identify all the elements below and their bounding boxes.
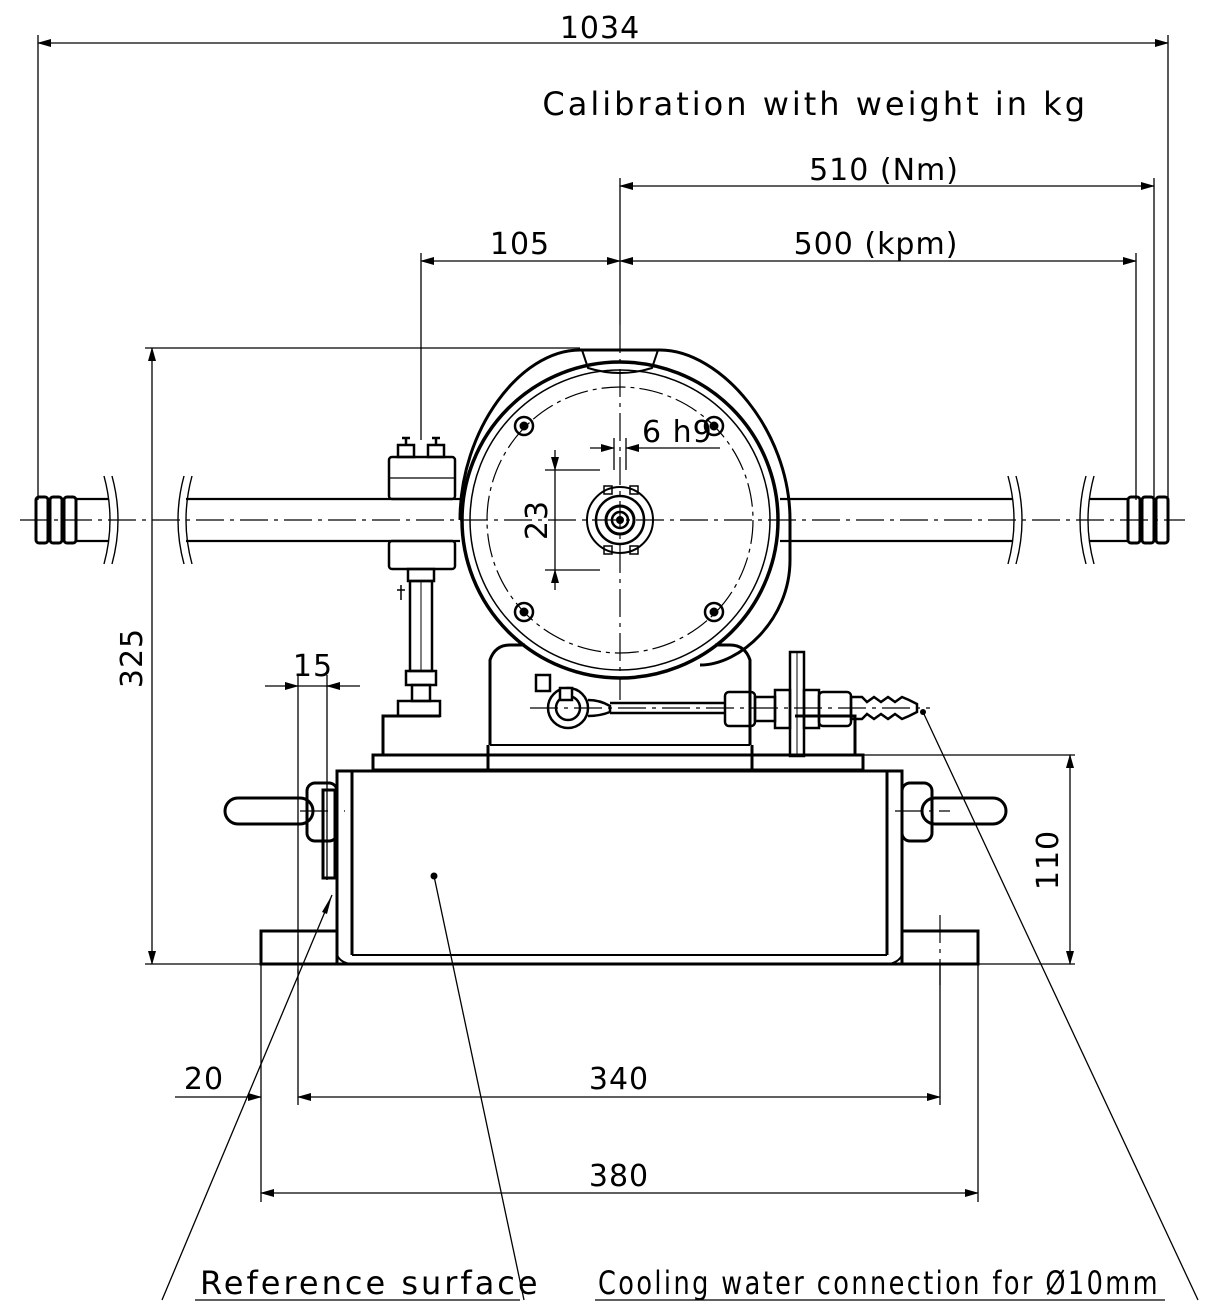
- dim-lever-nm: 510 (Nm): [809, 153, 959, 188]
- dim-edge-20: 20: [184, 1062, 224, 1097]
- calibration-note: Calibration with weight in kg: [542, 85, 1088, 123]
- dim-lever-kpm: 500 (kpm): [794, 227, 959, 262]
- pedestal: [371, 643, 865, 772]
- dim-shaft-dia: 23: [520, 500, 555, 540]
- shaft: [586, 485, 654, 555]
- dim-shaft-key: 6 h9: [642, 415, 713, 450]
- right-handle: [900, 781, 1008, 843]
- label-reference-surface: Reference surface: [200, 1264, 541, 1302]
- dim-base-380: 380: [589, 1159, 649, 1194]
- center-lines: [20, 325, 1185, 985]
- dim-flange-15: 15: [293, 649, 333, 684]
- leader-dot: [920, 709, 926, 715]
- base-box: [335, 769, 904, 966]
- load-cell-linkage: [387, 436, 457, 718]
- leader-dot: [430, 872, 438, 880]
- left-handle: [223, 781, 339, 880]
- dim-height-325: 325: [115, 628, 150, 688]
- motor-housing: [458, 348, 792, 680]
- dim-holes-340: 340: [589, 1062, 649, 1097]
- label-cooling-water: Cooling water connection for Ø10mm: [598, 1264, 1160, 1302]
- reference-arrowhead: [322, 895, 332, 914]
- dimension-lines: [37, 35, 1199, 1301]
- cooling-water-fitting: [534, 650, 919, 758]
- dim-box-height-110: 110: [1031, 830, 1066, 890]
- dim-offset-105: 105: [490, 227, 550, 262]
- left-end-weight: [34, 495, 78, 545]
- dim-overall-length: 1034: [560, 11, 640, 46]
- right-end-weight: [1126, 495, 1170, 545]
- base-feet: [259, 929, 980, 966]
